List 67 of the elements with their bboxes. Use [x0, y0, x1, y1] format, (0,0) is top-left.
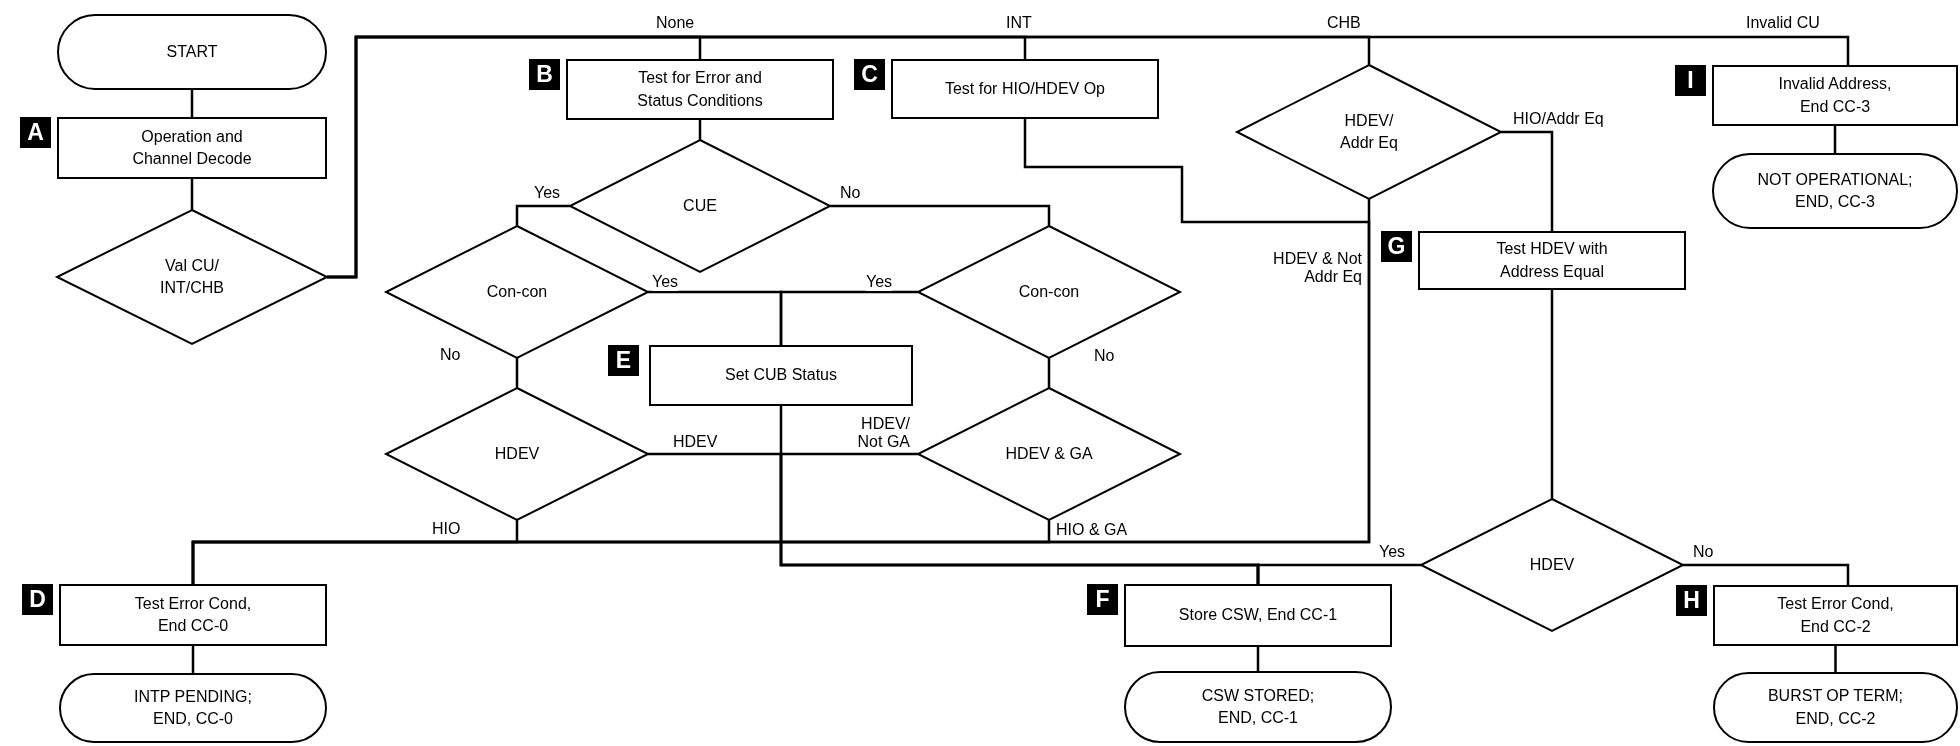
process-box [1124, 584, 1392, 647]
decision-text: HDEV [493, 443, 541, 464]
process-text: Test for Error and Status Conditions [636, 68, 764, 111]
terminal-text: START [165, 41, 219, 62]
connector-line [515, 358, 519, 388]
decision-diamond [1237, 65, 1501, 199]
callout-letter: H [1676, 585, 1707, 616]
connector-line [1834, 646, 1837, 672]
decision-diamond [1421, 499, 1683, 631]
edge-label: Yes [866, 273, 893, 291]
connector-line [515, 204, 570, 226]
process-box [649, 345, 913, 406]
terminal-text: NOT OPERATIONAL; END, CC-3 [1756, 169, 1914, 212]
callout-letter: I [1675, 65, 1706, 96]
decision-diamond [57, 210, 327, 344]
decision-text: HDEV [1528, 554, 1576, 575]
process-box [1713, 585, 1958, 646]
callout-letter: B [529, 59, 560, 90]
decision-diamond [386, 388, 648, 520]
process-box [1712, 65, 1958, 126]
decision-text: HDEV & GA [1004, 443, 1094, 464]
process-box [891, 59, 1159, 119]
connector-line [1256, 563, 1421, 584]
process-text: Store CSW, End CC-1 [1177, 605, 1339, 626]
connector-line [190, 90, 194, 117]
connector-line [830, 204, 1051, 226]
decision-text: Con-con [485, 281, 549, 302]
callout-letter: A [20, 117, 51, 148]
terminal-text: CSW STORED; END, CC-1 [1200, 685, 1316, 728]
connector-line [190, 179, 194, 210]
process-text: Test Error Cond, End CC-0 [133, 593, 253, 636]
connector-line [1833, 126, 1837, 153]
decision-text: CUE [682, 195, 718, 216]
callout-letter: G [1381, 231, 1412, 262]
callout-letter: E [608, 345, 639, 376]
connector-line [779, 290, 918, 345]
process-text: Operation and Channel Decode [131, 126, 253, 169]
connector-line [1683, 563, 1850, 585]
process-text: Invalid Address, End CC-3 [1777, 74, 1893, 117]
connector-line [1047, 358, 1051, 388]
process-text: Test HDEV with Address Equal [1495, 239, 1609, 282]
terminal-text: BURST OP TERM; END, CC-2 [1766, 686, 1905, 729]
decision-text: HDEV/ Addr Eq [1339, 110, 1399, 153]
connector-line [1501, 130, 1554, 231]
process-text: Test Error Cond, End CC-2 [1776, 594, 1895, 637]
process-text: Set CUB Status [723, 365, 838, 386]
callout-letter: C [854, 59, 885, 90]
process-text: Test for HIO/HDEV Op [943, 78, 1106, 99]
process-box [59, 584, 327, 646]
edge-label: HIO/Addr Eq [1513, 110, 1604, 128]
callout-letter: D [22, 584, 53, 615]
connector-line [1550, 290, 1554, 499]
decision-diamond [570, 140, 830, 272]
decision-text: Val CU/ INT/CHB [159, 255, 225, 298]
decision-text: Con-con [1017, 281, 1081, 302]
process-box [1418, 231, 1686, 290]
connector-line [191, 646, 195, 673]
process-box [57, 117, 327, 179]
edge-label: Yes [652, 273, 679, 291]
connector-line [327, 35, 1850, 279]
connector-line [191, 520, 1051, 584]
callout-letter: F [1087, 584, 1118, 615]
connector-line [698, 120, 702, 140]
decision-diamond [918, 388, 1180, 520]
terminal-text: INTP PENDING; END, CC-0 [133, 686, 253, 729]
process-box [566, 59, 834, 120]
connector-line [1256, 647, 1260, 671]
